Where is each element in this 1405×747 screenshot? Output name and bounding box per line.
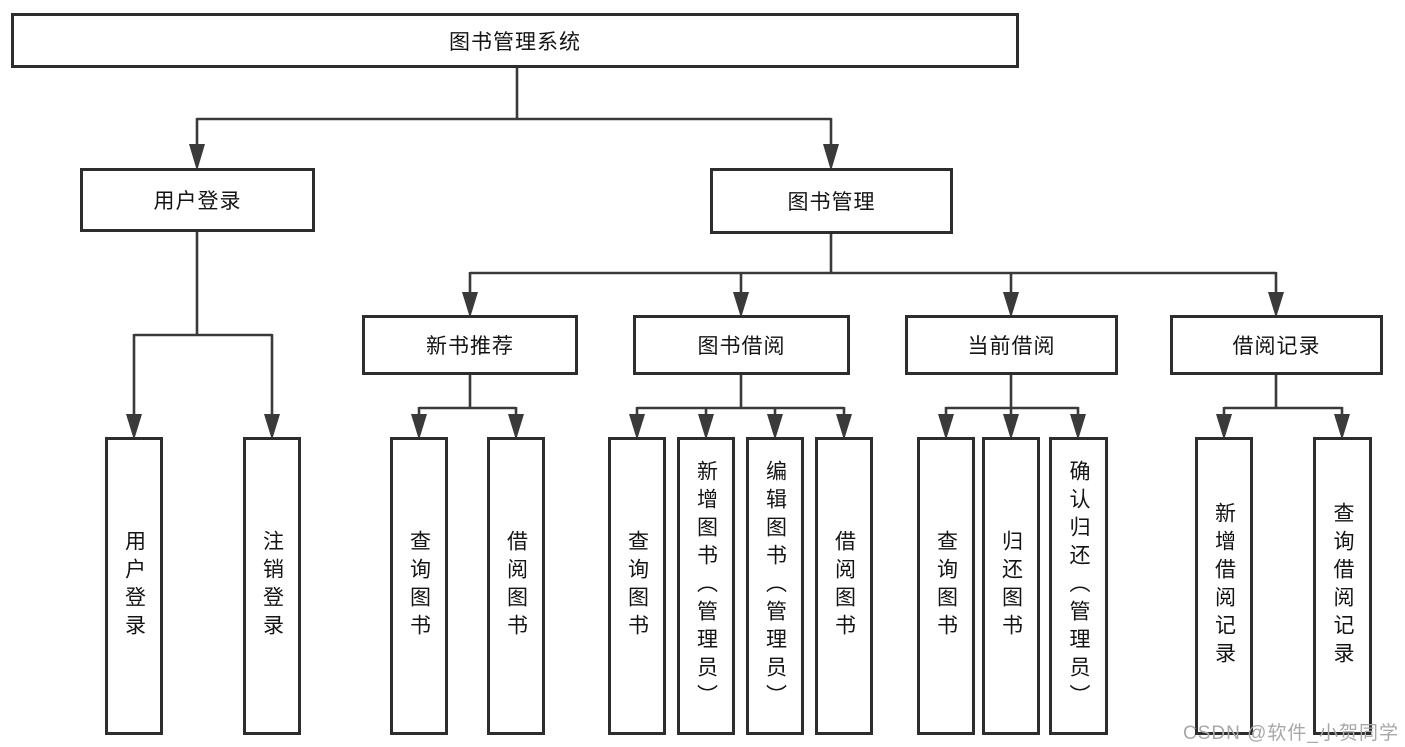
leaf-label: 查询图书	[934, 530, 958, 642]
node-current-borrowing: 当前借阅	[905, 315, 1118, 375]
leaf-query-borrow-record: 查询借阅记录	[1313, 437, 1372, 735]
node-library-management-system: 图书管理系统	[11, 13, 1019, 68]
connector-current-to-leaves	[938, 374, 1086, 440]
leaf-label: 注销登录	[260, 530, 284, 642]
leaf-label: 新增借阅记录	[1212, 502, 1236, 670]
node-new-book-recommendation: 新书推荐	[362, 315, 578, 375]
leaf-label: 归还图书	[999, 530, 1023, 642]
leaf-edit-book-admin: 编辑图书（管理员）	[746, 437, 804, 735]
leaf-label: 确认归还（管理员）	[1067, 460, 1090, 712]
connector-userlogin-to-leaves	[126, 231, 280, 440]
leaf-label: 查询借阅记录	[1331, 502, 1354, 670]
leaf-label: 编辑图书（管理员）	[763, 460, 787, 712]
node-borrowing-records: 借阅记录	[1170, 315, 1383, 375]
leaf-add-book-admin: 新增图书（管理员）	[677, 437, 735, 735]
node-book-borrowing: 图书借阅	[633, 315, 850, 375]
node-user-login: 用户登录	[80, 168, 315, 232]
connector-root-to-level2	[189, 66, 839, 171]
csdn-watermark: CSDN @软件_小贺同学	[1183, 723, 1399, 744]
leaf-label: 借阅图书	[832, 530, 856, 642]
leaf-query-books-borrow: 查询图书	[608, 437, 666, 735]
connector-records-to-leaves	[1216, 374, 1350, 440]
leaf-label: 查询图书	[407, 530, 431, 642]
node-book-management: 图书管理	[710, 168, 953, 234]
connector-borrow-to-leaves	[629, 374, 852, 440]
leaf-label: 借阅图书	[504, 530, 528, 642]
leaf-label: 查询图书	[625, 530, 649, 642]
leaf-borrow-books-newrec: 借阅图书	[487, 437, 545, 735]
leaf-user-login: 用户登录	[105, 437, 163, 735]
leaf-label: 用户登录	[122, 530, 146, 642]
leaf-query-books-current: 查询图书	[917, 437, 975, 735]
connector-newbook-to-leaves	[411, 374, 524, 440]
leaf-borrow-books-borrow: 借阅图书	[815, 437, 873, 735]
leaf-label: 新增图书（管理员）	[694, 460, 718, 712]
leaf-add-borrow-record: 新增借阅记录	[1195, 437, 1253, 735]
leaf-confirm-return-admin: 确认归还（管理员）	[1049, 437, 1108, 735]
leaf-return-book: 归还图书	[982, 437, 1040, 735]
connector-bookmgmt-to-level3	[462, 233, 1284, 318]
leaf-logout: 注销登录	[243, 437, 301, 735]
leaf-query-books-newrec: 查询图书	[390, 437, 448, 735]
